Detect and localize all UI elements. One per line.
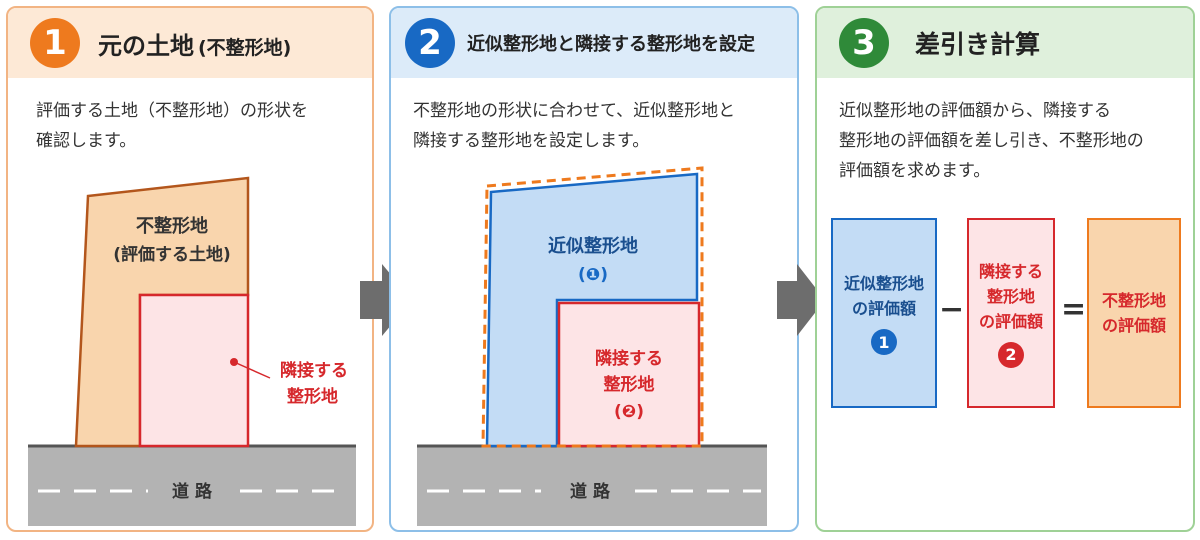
approx-land-value-label: の評価額 <box>851 299 916 318</box>
panel-step-3: 3 差引き計算 近似整形地の評価額から、隣接する 整形地の評価額を差し引き、不整… <box>815 6 1195 532</box>
irregular-land-value-box: 不整形地 の評価額 <box>1087 218 1181 408</box>
road-label: 道 路 <box>172 481 213 502</box>
panel-step-1: 1 元の土地(不整形地) 評価する土地（不整形地）の形状を 確認します。 道 路… <box>6 6 374 532</box>
step-number-2: 2 <box>405 18 455 68</box>
panel-1-title-main: 元の土地 <box>98 31 194 60</box>
panel-3-desc-line: 近似整形地の評価額から、隣接する <box>839 101 1111 121</box>
irregular-land-value-label: 不整形地 <box>1101 291 1166 310</box>
adjacent-land-value-label: 整形地 <box>986 286 1035 306</box>
number-2-badge: 2 <box>998 341 1024 368</box>
panel-1-title-paren: (不整形地) <box>198 36 292 59</box>
adjacent-land-label: 隣接する <box>595 348 663 369</box>
panel-2-header: 2 近似整形地と隣接する整形地を設定 <box>391 8 797 78</box>
panel-2-description: 不整形地の形状に合わせて、近似整形地と 隣接する整形地を設定します。 <box>413 96 735 156</box>
flow-arrow-1-body <box>360 281 382 319</box>
panel-1-description: 評価する土地（不整形地）の形状を 確認します。 <box>36 96 308 156</box>
panel-2-desc-line: 不整形地の形状に合わせて、近似整形地と <box>413 101 736 121</box>
number-1-badge: 1 <box>871 329 897 355</box>
adjacent-land-value-label: 隣接する <box>978 261 1043 281</box>
panel-2-diagram: 道 路 近似整形地 (❶) 隣接する 整形地 (❷) <box>417 166 767 526</box>
irregular-land-sublabel: (評価する土地) <box>113 244 231 265</box>
adjacent-land-number: (❷) <box>614 402 644 422</box>
adjacent-land-shape <box>557 301 701 448</box>
panel-3-header: 3 差引き計算 <box>817 8 1193 78</box>
adjacent-land-pointer-line <box>233 361 271 379</box>
road-label: 道 路 <box>570 481 611 502</box>
panel-1-header: 1 元の土地(不整形地) <box>8 8 372 78</box>
approx-land-label: 近似整形地 <box>548 235 638 257</box>
panel-1-title: 元の土地(不整形地) <box>98 26 291 61</box>
adjacent-land-value-box: 隣接する 整形地 の評価額 2 <box>967 218 1055 408</box>
minus-operator: − <box>939 292 965 327</box>
panel-1-diagram: 道 路 不整形地 (評価する土地) 隣接する 整形地 <box>28 176 356 526</box>
panel-3-desc-line: 整形地の評価額を差し引き、不整形地の <box>839 131 1144 151</box>
panel-2-title: 近似整形地と隣接する整形地を設定 <box>467 34 755 55</box>
panel-1-desc-line: 確認します。 <box>36 131 137 151</box>
approx-land-value-box: 近似整形地 の評価額 1 <box>831 218 937 408</box>
irregular-land-label: 不整形地 <box>136 215 208 237</box>
panel-2-desc-line: 隣接する整形地を設定します。 <box>413 131 650 151</box>
panel-3-description: 近似整形地の評価額から、隣接する 整形地の評価額を差し引き、不整形地の 評価額を… <box>839 96 1144 186</box>
irregular-land-outline <box>481 166 704 448</box>
road <box>28 446 356 526</box>
approx-land-number: (❶) <box>578 265 608 285</box>
road <box>417 446 767 526</box>
adjacent-land-shape <box>138 293 250 448</box>
adjacent-land-value-label: の評価額 <box>978 311 1043 331</box>
panel-step-2: 2 近似整形地と隣接する整形地を設定 不整形地の形状に合わせて、近似整形地と 隣… <box>389 6 799 532</box>
adjacent-land-label: 整形地 <box>604 374 655 395</box>
adjacent-land-label: 整形地 <box>287 386 338 407</box>
panel-3-title: 差引き計算 <box>915 30 1041 59</box>
approx-land-value-label: 近似整形地 <box>843 274 924 293</box>
step-number-3: 3 <box>839 18 889 68</box>
panel-1-desc-line: 評価する土地（不整形地）の形状を <box>36 101 308 121</box>
equals-operator: = <box>1061 292 1087 327</box>
flow-arrow-2-body <box>777 281 797 319</box>
adjacent-land-label: 隣接する <box>280 360 348 381</box>
irregular-land-value-label: の評価額 <box>1101 316 1166 335</box>
step-number-1: 1 <box>30 18 80 68</box>
panel-3-desc-line: 評価額を求めます。 <box>839 161 991 181</box>
